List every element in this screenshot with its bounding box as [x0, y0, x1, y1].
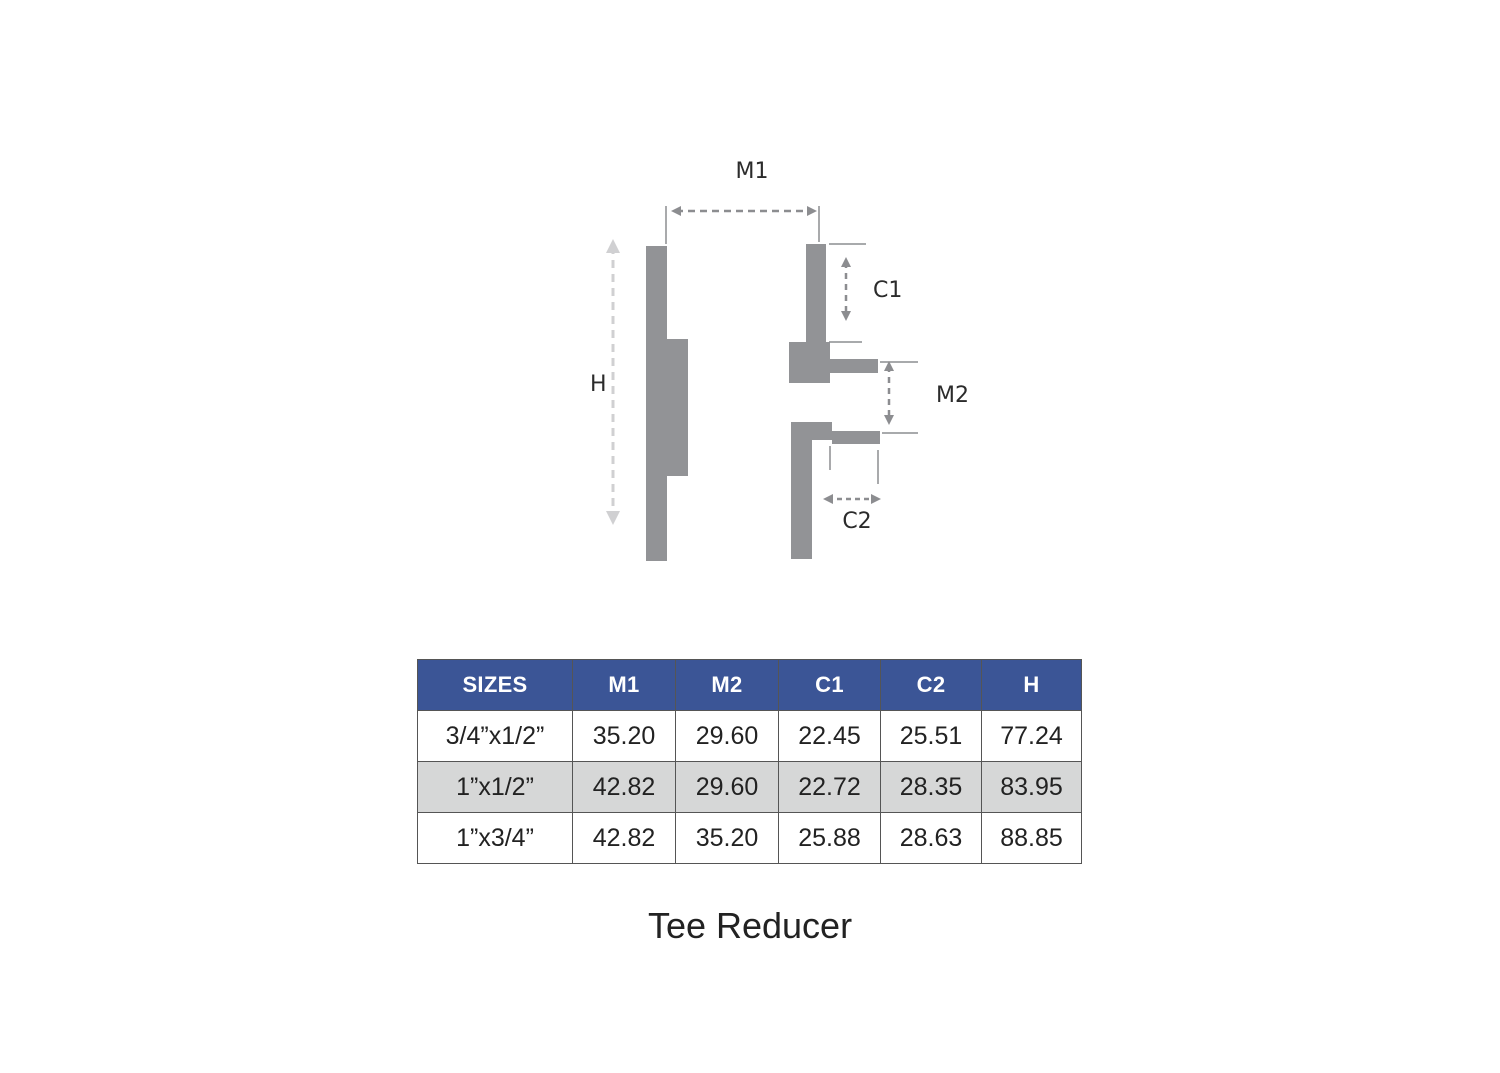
table-row: 3/4”x1/2” 35.20 29.60 22.45 25.51 77.24 — [417, 710, 1082, 762]
cell-h: 77.24 — [981, 710, 1082, 762]
header-h: H — [981, 659, 1082, 711]
cell-h: 88.85 — [981, 812, 1082, 864]
h-label: H — [590, 372, 607, 397]
dimensions-table-container: SIZES M1 M2 C1 C2 H 3/4”x1/2” 35.20 29.6… — [417, 659, 1082, 864]
main-pipe-right-upper-wall — [789, 244, 878, 383]
main-pipe-left-wall — [646, 246, 688, 561]
cell-c2: 28.63 — [880, 812, 982, 864]
c2-label: C2 — [842, 509, 871, 534]
cell-c2: 25.51 — [880, 710, 982, 762]
header-m1: M1 — [572, 659, 676, 711]
cell-size: 1”x3/4” — [417, 812, 573, 864]
m1-label: M1 — [736, 159, 769, 184]
caption-title: Tee Reducer — [647, 905, 853, 946]
table-row: 1”x3/4” 42.82 35.20 25.88 28.63 88.85 — [417, 812, 1082, 864]
header-m2: M2 — [675, 659, 779, 711]
cell-size: 3/4”x1/2” — [417, 710, 573, 762]
cell-m1: 42.82 — [572, 812, 676, 864]
cell-c1: 25.88 — [778, 812, 881, 864]
cell-m1: 35.20 — [572, 710, 676, 762]
tee-reducer-diagram: M1 C1 H M2 C2 — [590, 159, 969, 561]
cell-c2: 28.35 — [880, 761, 982, 813]
cell-size: 1”x1/2” — [417, 761, 573, 813]
m2-label: M2 — [936, 383, 969, 408]
cell-c1: 22.45 — [778, 710, 881, 762]
table-header-row: SIZES M1 M2 C1 C2 H — [417, 659, 1082, 711]
header-c2: C2 — [880, 659, 982, 711]
cell-m2: 29.60 — [675, 761, 779, 813]
dimensions-table: SIZES M1 M2 C1 C2 H 3/4”x1/2” 35.20 29.6… — [417, 659, 1082, 864]
cell-m2: 29.60 — [675, 710, 779, 762]
cell-m1: 42.82 — [572, 761, 676, 813]
header-c1: C1 — [778, 659, 881, 711]
table-row: 1”x1/2” 42.82 29.60 22.72 28.35 83.95 — [417, 761, 1082, 813]
main-pipe-right-lower-wall — [791, 422, 880, 559]
c1-label: C1 — [873, 278, 902, 303]
cell-m2: 35.20 — [675, 812, 779, 864]
header-sizes: SIZES — [417, 659, 573, 711]
cell-h: 83.95 — [981, 761, 1082, 813]
cell-c1: 22.72 — [778, 761, 881, 813]
